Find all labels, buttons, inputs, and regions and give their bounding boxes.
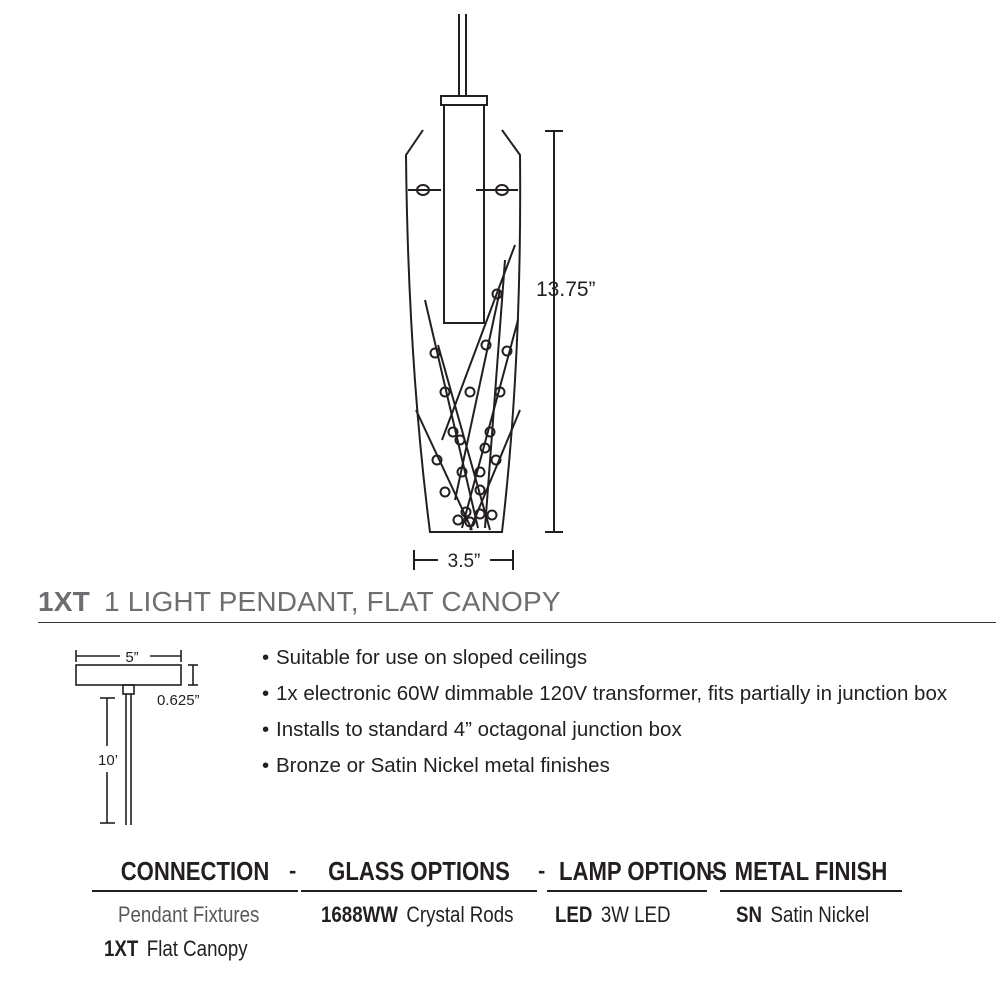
lamp-code: LED — [555, 902, 593, 927]
pendant-drawing: 13.75” 3.5” — [404, 14, 596, 572]
connection-subheader: Pendant Fixtures — [118, 902, 260, 927]
product-code: 1XT — [38, 586, 90, 617]
cord-length-label: 10’ — [98, 752, 118, 769]
width-dimension-label: 3.5” — [448, 551, 481, 572]
glass-code: 1688WW — [321, 902, 398, 927]
connection-desc: Flat Canopy — [146, 936, 248, 961]
title-divider — [38, 622, 996, 623]
connection-option: 1XT Flat Canopy — [104, 936, 248, 962]
feature-item: Bronze or Satin Nickel metal finishes — [262, 752, 962, 780]
feature-item: Installs to standard 4” octagonal juncti… — [262, 716, 962, 744]
metal-finish-header: METAL FINISH — [734, 856, 888, 886]
separator-dash: - — [289, 858, 297, 883]
metal-finish-rule — [720, 890, 902, 892]
separator-dash: - — [538, 858, 546, 883]
product-name: 1 LIGHT PENDANT, FLAT CANOPY — [103, 586, 561, 617]
finish-desc: Satin Nickel — [770, 902, 870, 927]
glass-option: 1688WW Crystal Rods — [321, 902, 513, 928]
feature-list: Suitable for use on sloped ceilings 1x e… — [262, 644, 962, 788]
canopy-width-label: 5” — [125, 649, 138, 666]
lamp-option: LED 3W LED — [555, 902, 671, 928]
feature-item: Suitable for use on sloped ceilings — [262, 644, 962, 672]
height-dimension-label: 13.75” — [536, 278, 596, 301]
finish-option: SN Satin Nickel — [736, 902, 869, 928]
canopy-thickness-label: 0.625” — [157, 692, 200, 709]
connection-rule — [92, 890, 298, 892]
separator-dash: - — [708, 858, 716, 883]
connection-header: CONNECTION — [120, 856, 270, 886]
glass-desc: Crystal Rods — [406, 902, 514, 927]
lamp-options-rule — [547, 890, 707, 892]
finish-code: SN — [736, 902, 762, 927]
connection-code: 1XT — [104, 936, 139, 961]
canopy-drawing: 5” 0.625” 10’ — [75, 649, 200, 825]
lamp-options-header: LAMP OPTIONS — [559, 856, 727, 886]
glass-options-header: GLASS OPTIONS — [328, 856, 510, 886]
lamp-desc: 3W LED — [600, 902, 671, 927]
product-title: 1XT 1 LIGHT PENDANT, FLAT CANOPY — [38, 586, 561, 618]
feature-item: 1x electronic 60W dimmable 120V transfor… — [262, 680, 962, 708]
glass-options-rule — [301, 890, 537, 892]
